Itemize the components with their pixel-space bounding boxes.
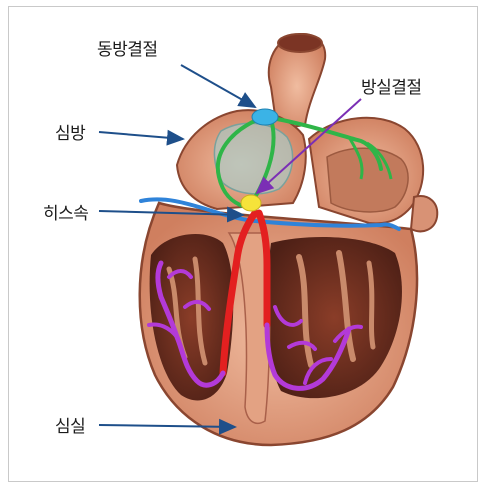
label-sa-node: 동방결절 xyxy=(97,35,158,60)
diagram-frame: 동방결절 방실결절 심방 히스속 심실 xyxy=(8,6,478,482)
label-ventricle: 심실 xyxy=(55,412,85,437)
label-his-bundle: 히스속 xyxy=(43,199,88,224)
label-av-node: 방실결절 xyxy=(361,73,422,98)
left-atrium xyxy=(177,110,306,209)
right-atrium-lobe xyxy=(309,118,437,232)
ventricle-body xyxy=(140,203,417,445)
sa-node xyxy=(252,109,278,125)
label-atrium: 심방 xyxy=(55,119,85,144)
av-node xyxy=(241,195,261,211)
pointer-atrium xyxy=(99,132,183,139)
pointer-sa-node xyxy=(181,65,255,107)
